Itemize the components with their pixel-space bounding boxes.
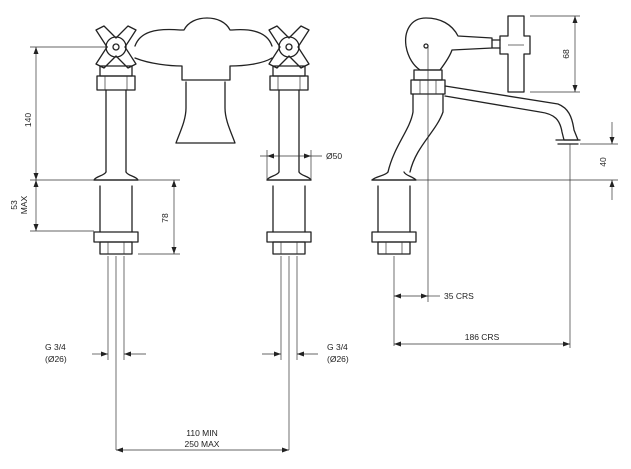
side-cross-handle[interactable] (499, 15, 531, 93)
side-spout (444, 85, 581, 145)
dimension-68: 68 (530, 15, 580, 93)
thread-right-line1: G 3/4 (327, 342, 348, 352)
side-collar (410, 69, 446, 95)
dim-40-label: 40 (598, 157, 608, 167)
thread-left-line1: G 3/4 (45, 342, 66, 352)
centres-min-label: 110 MIN (186, 428, 218, 438)
dimension-dia50: Ø50 (260, 150, 342, 180)
dim-68-label: 68 (561, 49, 571, 59)
dim-53-label: 53 (9, 200, 19, 210)
dimension-40: 40 (416, 122, 618, 200)
thread-left-dimension: G 3/4 (Ø26) (45, 342, 146, 364)
dim-186crs-label: 186 CRS (465, 332, 500, 342)
right-pillar (266, 65, 312, 255)
thread-left-line2: (Ø26) (45, 354, 67, 364)
side-view: 68 40 35 CRS 186 CRS (371, 15, 618, 348)
side-neck (371, 93, 444, 181)
dim-dia50-label: Ø50 (326, 151, 342, 161)
left-pillar (93, 65, 139, 255)
front-view: 140 53 MAX 78 Ø50 (9, 17, 349, 453)
dim-35crs-label: 35 CRS (444, 291, 474, 301)
tail-pipes (107, 256, 298, 450)
dimension-78: 78 (138, 179, 180, 255)
side-body (404, 17, 501, 71)
dim-max-label: MAX (19, 195, 29, 214)
dimension-186-crs: 186 CRS (394, 332, 570, 347)
thread-right-dimension: G 3/4 (Ø26) (262, 342, 349, 364)
dimension-35-crs: 35 CRS (394, 291, 474, 301)
centres-dimension: 110 MIN 250 MAX (116, 428, 289, 453)
side-pillar (371, 185, 417, 346)
bridge-body (134, 17, 273, 144)
dimension-140: 140 (23, 46, 108, 181)
dimension-53-max: 53 MAX (9, 180, 94, 232)
right-cross-handle[interactable] (268, 25, 310, 69)
dim-78-label: 78 (160, 213, 170, 223)
centres-max-label: 250 MAX (185, 439, 220, 449)
thread-right-line2: (Ø26) (327, 354, 349, 364)
dim-140-label: 140 (23, 113, 33, 127)
